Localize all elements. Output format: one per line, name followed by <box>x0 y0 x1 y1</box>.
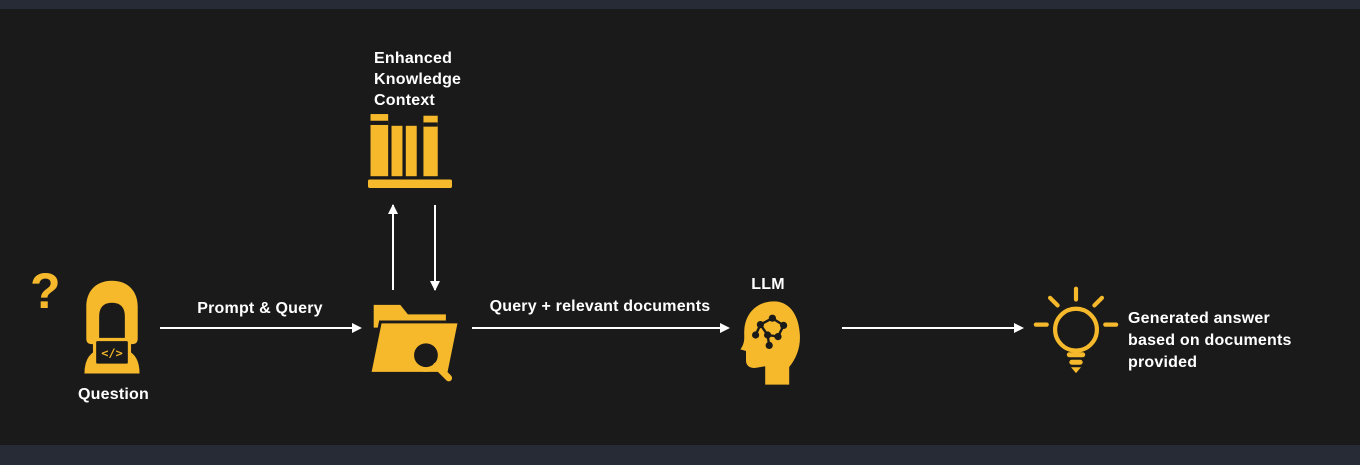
knowledge-node-label: Enhanced Knowledge Context <box>374 50 462 109</box>
arrow-knowledge-to-retrieval <box>430 205 440 291</box>
laptop-code-glyph: </> <box>101 346 123 360</box>
books-shelf-icon <box>368 107 452 195</box>
person-at-laptop-icon: </> <box>66 278 158 379</box>
lightbulb-icon <box>1030 286 1122 380</box>
top-edge-bar <box>0 0 1360 9</box>
arrow-question-to-retrieval <box>160 323 362 333</box>
question-mark-icon: ? <box>30 263 61 319</box>
arrow-llm-to-answer <box>842 323 1024 333</box>
question-node-label: Question <box>78 386 149 403</box>
arrow-retrieval-to-llm <box>472 323 730 333</box>
answer-node-label: Generated answer based on documents prov… <box>1128 310 1292 371</box>
edge-label-prompt-query: Prompt & Query <box>197 300 323 317</box>
bottom-edge-bar <box>0 445 1360 465</box>
edge-label-query-docs: Query + relevant documents <box>489 298 711 315</box>
folder-search-icon <box>368 297 463 383</box>
llm-node-label: LLM <box>751 276 785 293</box>
arrow-retrieval-to-knowledge <box>388 204 398 290</box>
head-brain-icon <box>734 296 806 390</box>
